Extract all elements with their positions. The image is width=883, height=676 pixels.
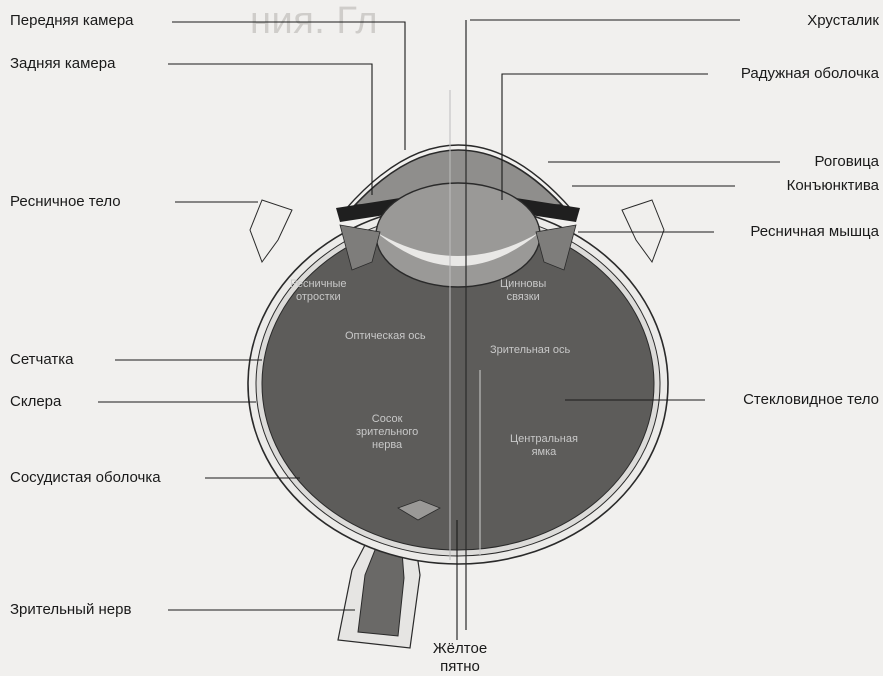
label-retina: Сетчатка: [10, 351, 73, 369]
label-choroid: Сосудистая оболочка: [10, 469, 161, 487]
label-ciliary-body: Ресничное тело: [10, 193, 121, 211]
label-sclera: Склера: [10, 393, 61, 411]
label-vitreous-body: Стекловидное тело: [743, 391, 879, 409]
leader-anterior-chamber: [172, 22, 405, 150]
inner-label-optic-disc-3: нерва: [356, 439, 418, 452]
inner-label-fovea: Центральная ямка: [510, 433, 578, 459]
inner-label-visual-axis: Зрительная ось: [490, 344, 570, 357]
label-posterior-chamber: Задняя камера: [10, 55, 115, 73]
label-ciliary-muscle: Ресничная мышца: [750, 223, 879, 241]
inner-label-ciliary-processes: Ресничные отростки: [290, 278, 347, 304]
label-optic-nerve: Зрительный нерв: [10, 601, 131, 619]
label-lens: Хрусталик: [807, 12, 879, 30]
inner-label-fovea-1: Центральная: [510, 433, 578, 446]
ciliary-right-pad: [622, 200, 664, 262]
inner-label-zinn-1: Цинновы: [500, 278, 546, 291]
inner-label-zinn: Цинновы связки: [500, 278, 546, 304]
label-iris: Радужная оболочка: [741, 65, 879, 83]
label-macula-line2: пятно: [430, 658, 490, 676]
ciliary-left-pad: [250, 200, 292, 262]
inner-label-optic-disc-2: зрительного: [356, 426, 418, 439]
inner-label-optic-disc: Сосок зрительного нерва: [356, 413, 418, 452]
inner-label-ciliary-processes-1: Ресничные: [290, 278, 347, 291]
inner-label-ciliary-processes-2: отростки: [290, 291, 347, 304]
lens-shape: [376, 183, 540, 287]
label-cornea: Роговица: [815, 153, 879, 171]
label-macula-line1: Жёлтое: [430, 640, 490, 658]
label-anterior-chamber: Передняя камера: [10, 12, 134, 30]
label-conjunctiva: Конъюнктива: [787, 177, 879, 195]
inner-label-optical-axis: Оптическая ось: [345, 330, 426, 343]
leader-posterior-chamber: [168, 64, 372, 195]
inner-label-optic-disc-1: Сосок: [356, 413, 418, 426]
inner-label-zinn-2: связки: [500, 291, 546, 304]
label-macula: Жёлтое пятно: [430, 640, 490, 676]
inner-label-fovea-2: ямка: [510, 446, 578, 459]
